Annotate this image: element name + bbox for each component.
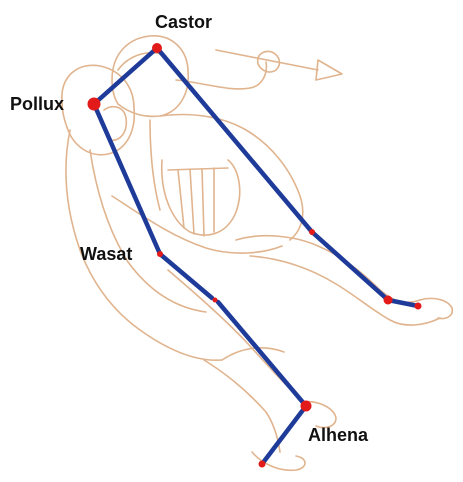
star-propus bbox=[415, 303, 422, 310]
star-alhena bbox=[301, 401, 312, 412]
lyre-string-1 bbox=[178, 170, 184, 228]
line-pollux-castor bbox=[94, 48, 157, 104]
castor-lower-leg-outline bbox=[250, 256, 440, 325]
line-knee-foot bbox=[312, 232, 388, 300]
star-castor-knee bbox=[309, 229, 315, 235]
star-mekbuda bbox=[213, 298, 218, 303]
pollux-label: Pollux bbox=[10, 94, 64, 114]
star-pollux bbox=[88, 98, 101, 111]
arrow-head bbox=[316, 60, 342, 80]
star-alzirr bbox=[259, 461, 266, 468]
star-tejat bbox=[384, 296, 393, 305]
line-wasat-alhena-segment-1 bbox=[160, 254, 212, 298]
pollux-shin-outline bbox=[204, 360, 280, 452]
line-castor-knee bbox=[157, 48, 312, 232]
lyre-outline bbox=[162, 160, 240, 235]
lyre-string-3 bbox=[202, 169, 204, 236]
stars bbox=[88, 43, 422, 468]
castor-chest-outline bbox=[150, 120, 160, 210]
star-wasat bbox=[157, 251, 163, 257]
castor-label: Castor bbox=[155, 12, 212, 32]
castor-foot-outline bbox=[420, 298, 452, 318]
pollux-lower-foot-outline bbox=[252, 452, 305, 470]
wasat-label: Wasat bbox=[80, 244, 132, 264]
star-castor bbox=[152, 43, 162, 53]
alhena-label: Alhena bbox=[308, 425, 369, 445]
lyre-string-2 bbox=[190, 169, 194, 234]
lyre-crossbar bbox=[168, 168, 228, 170]
